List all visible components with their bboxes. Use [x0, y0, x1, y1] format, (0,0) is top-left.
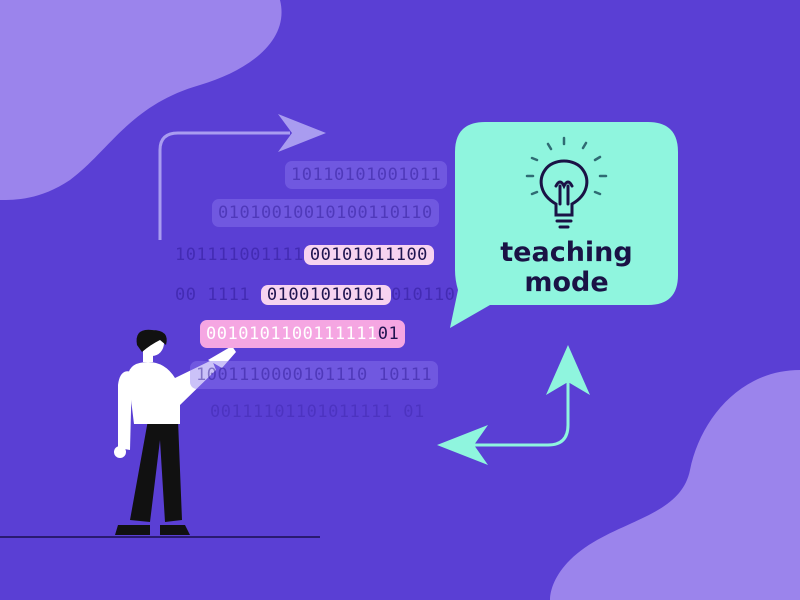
speech-bubble	[450, 122, 678, 328]
binary-row: 1001110000101110 10111	[190, 361, 439, 389]
flow-arrow-top	[158, 131, 290, 240]
person-illustration	[114, 329, 236, 535]
flow-arrow-teal	[460, 380, 570, 447]
blob-top-left	[0, 0, 282, 200]
binary-row-active: 001010110011111101	[200, 320, 406, 348]
binary-row: 10110101001011	[285, 161, 448, 189]
arrowhead-right-icon	[278, 114, 326, 152]
arrowhead-up-icon	[546, 345, 590, 395]
binary-highlight: 01001010101	[260, 285, 391, 305]
bubble-line-1: teaching	[500, 237, 633, 268]
binary-row: 01010010010100110110	[212, 199, 439, 227]
blob-bottom-right	[550, 370, 800, 600]
lightbulb-icon	[525, 136, 608, 229]
binary-faint: 00 1111	[175, 285, 251, 305]
binary-dark: 01	[377, 324, 400, 344]
arrowhead-left-icon	[437, 425, 488, 465]
binary-highlight: 00101011100	[303, 245, 434, 265]
binary-faint: 010110	[391, 285, 456, 305]
binary-row: 00111101101011111 01	[210, 402, 425, 422]
bubble-line-2: mode	[524, 267, 609, 298]
binary-faint: 101111001111	[175, 245, 304, 265]
binary-light: 0010101100111111	[206, 324, 378, 344]
bubble-title: teaching mode	[455, 238, 678, 298]
